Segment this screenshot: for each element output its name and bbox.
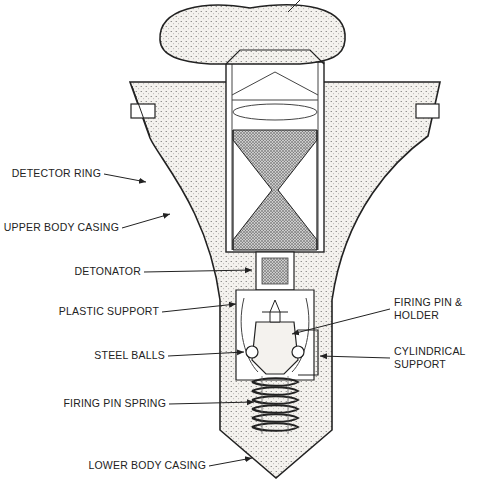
- part-label: FIRING PIN SPRING: [63, 397, 166, 410]
- part-label: STEEL BALLS: [94, 349, 165, 362]
- spring-coil: [252, 396, 298, 404]
- firing-pin-holder: [252, 322, 298, 374]
- steel-ball: [292, 346, 304, 358]
- cylinder-ring: [233, 104, 317, 120]
- ring-notch: [416, 104, 439, 118]
- inner-cylinder: [226, 62, 324, 252]
- body-casing: [130, 82, 440, 478]
- part-label: DETONATOR: [74, 265, 141, 278]
- part-label: LOWER BODY CASING: [88, 459, 206, 472]
- cylinder-wall: [232, 62, 318, 250]
- part-label: PLASTIC SUPPORT: [59, 305, 159, 318]
- spring-coil: [252, 405, 298, 413]
- pressure-cap: [160, 5, 345, 64]
- detector-ring-edge: [132, 86, 150, 136]
- firing-pin: [270, 300, 280, 322]
- steel-ball: [246, 346, 258, 358]
- pressure-cone: [232, 72, 318, 100]
- spring-coil: [252, 378, 298, 386]
- explosive-charge: [233, 130, 317, 250]
- spring-coil: [252, 414, 298, 422]
- leader-line: [288, 0, 300, 12]
- part-label: CYLINDRICAL SUPPORT: [394, 345, 478, 371]
- firing-pin-spring: [252, 378, 298, 431]
- spring-coil: [252, 423, 298, 431]
- part-label: DETECTOR RING: [12, 167, 101, 180]
- plastic-support: [236, 290, 314, 380]
- detonator: [256, 252, 294, 290]
- part-label: FIRING PIN & HOLDER: [394, 296, 478, 322]
- leader-lines: [104, 174, 390, 466]
- part-label: UPPER BODY CASING: [4, 221, 119, 234]
- spring-coil: [252, 387, 298, 395]
